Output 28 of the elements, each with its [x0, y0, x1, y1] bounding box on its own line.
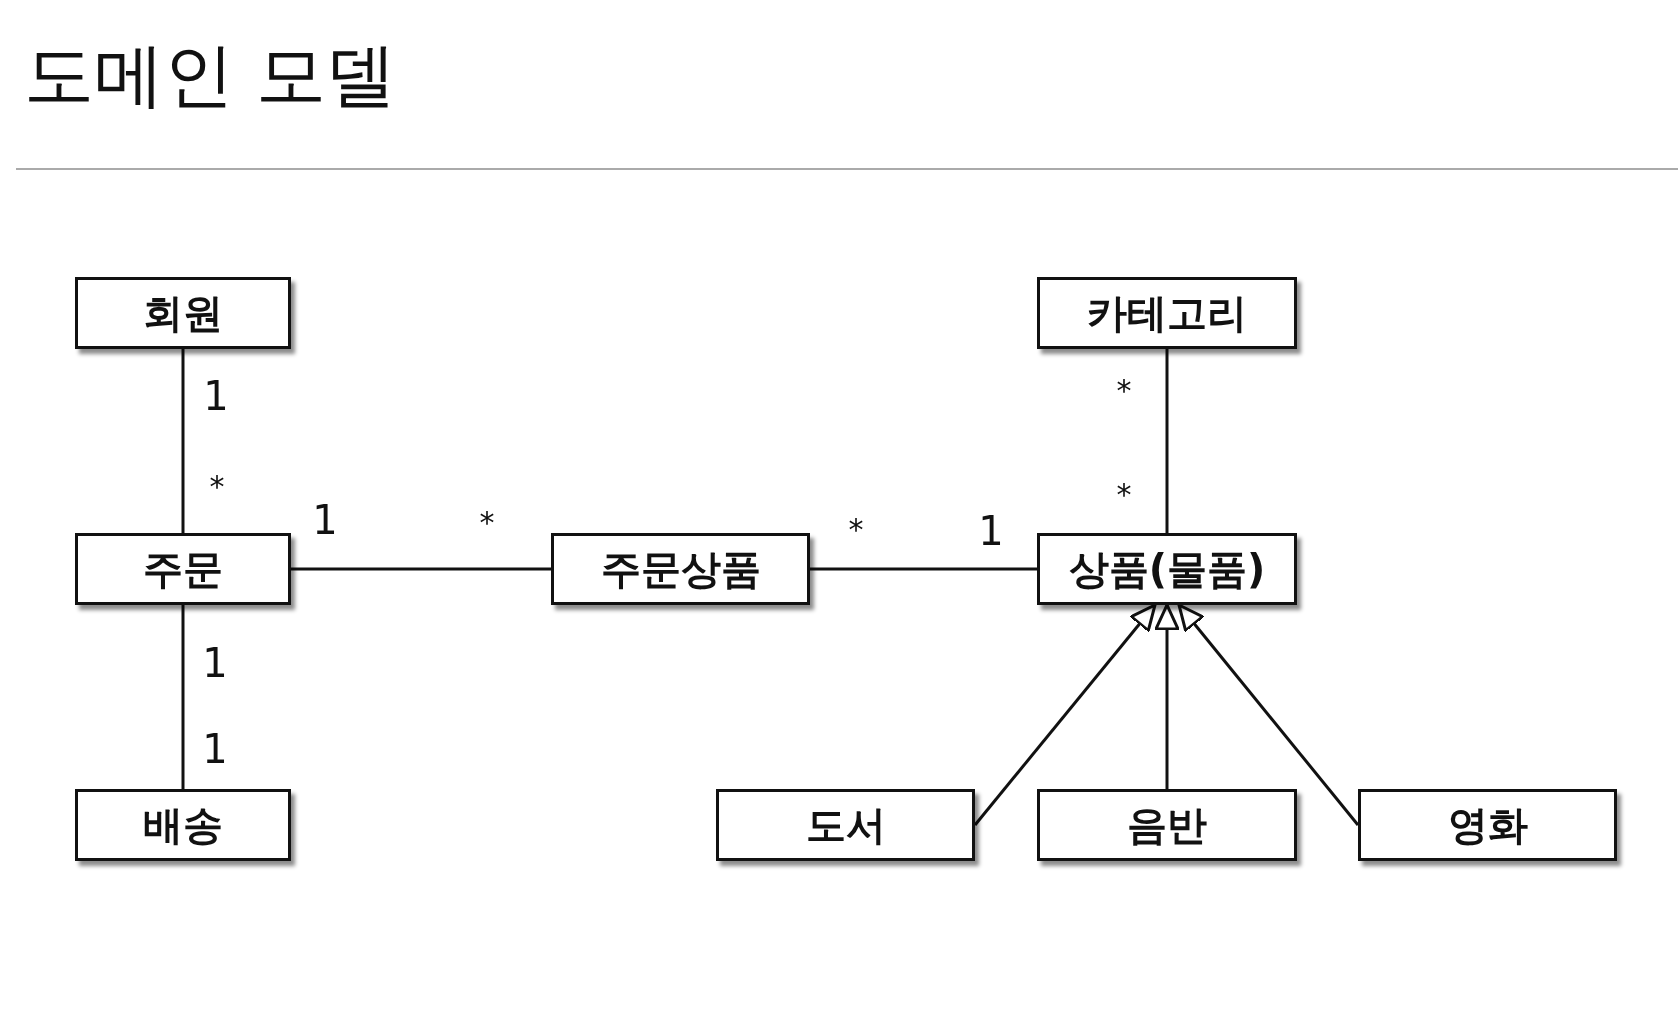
association-line [810, 567, 1037, 571]
association-line [181, 605, 185, 789]
class-box: 도서 [716, 789, 975, 861]
class-box: 주문 [75, 533, 291, 605]
multiplicity-label: * [209, 472, 225, 502]
class-box: 음반 [1037, 789, 1297, 861]
multiplicity-label: 1 [203, 376, 229, 416]
class-box: 상품(물품) [1037, 533, 1297, 605]
generalization-arrow [973, 603, 1157, 826]
multiplicity-label: * [848, 515, 864, 545]
association-line [1165, 349, 1169, 533]
class-box: 배송 [75, 789, 291, 861]
page-title: 도메인 모델 [24, 33, 397, 118]
multiplicity-label: 1 [312, 500, 338, 540]
class-box: 주문상품 [551, 533, 810, 605]
multiplicity-label: 1 [202, 729, 228, 769]
association-line [291, 567, 551, 571]
multiplicity-label: * [1116, 376, 1132, 406]
multiplicity-label: 1 [978, 511, 1004, 551]
generalization-arrow [1177, 603, 1360, 826]
class-box: 회원 [75, 277, 291, 349]
association-line [181, 349, 185, 533]
multiplicity-label: 1 [202, 643, 228, 683]
generalization-arrow [1154, 603, 1180, 789]
multiplicity-label: * [1116, 480, 1132, 510]
multiplicity-label: * [479, 508, 495, 538]
class-box: 카테고리 [1037, 277, 1297, 349]
class-box: 영화 [1358, 789, 1617, 861]
